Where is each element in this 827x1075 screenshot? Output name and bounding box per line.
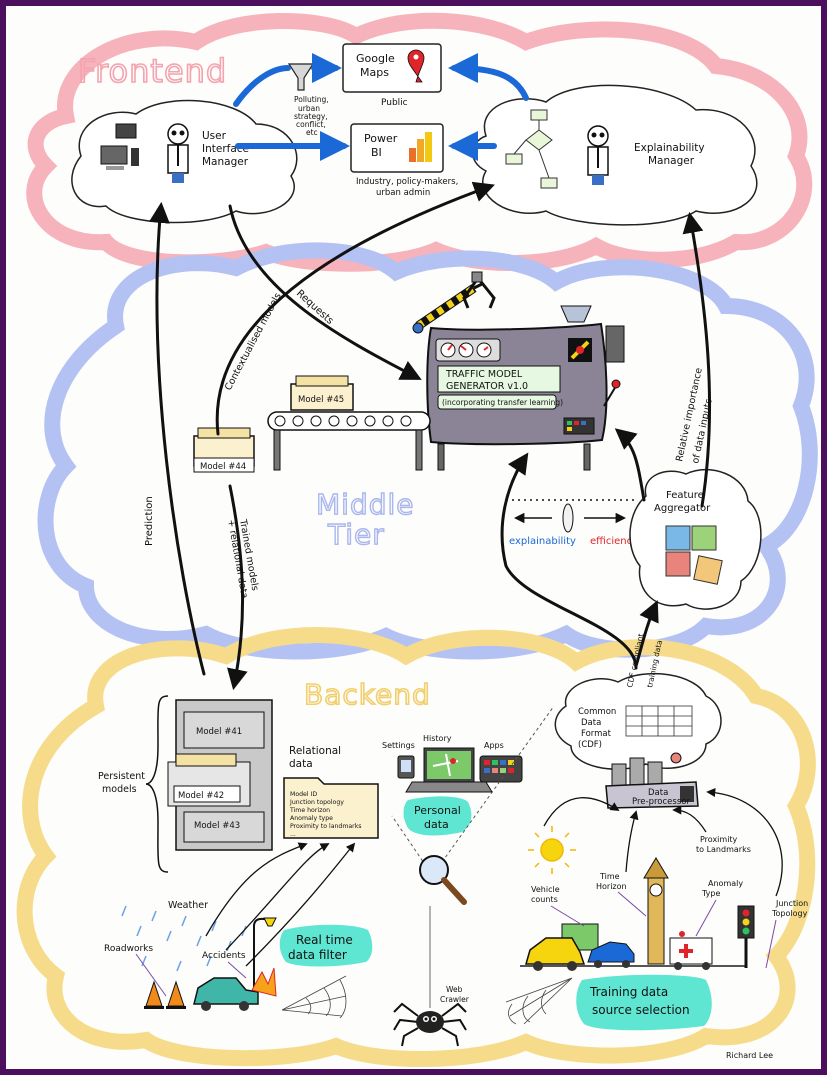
efficiency-label: efficiency bbox=[590, 536, 638, 547]
middle-tier-label-1: Middle bbox=[316, 488, 415, 521]
traffic-cones-icon bbox=[144, 980, 186, 1009]
traffic-model-generator-machine: TRAFFIC MODEL GENERATOR v1.0 (incorporat… bbox=[426, 305, 625, 471]
accidents-label: Accidents bbox=[202, 951, 246, 961]
svg-text:Data Pre-processor: Data Pre-processor bbox=[632, 788, 690, 807]
anomaly-type-label: Anomaly Type bbox=[701, 879, 746, 898]
crashed-car-icon bbox=[193, 967, 277, 1011]
model-45-folder: Model #45 bbox=[290, 375, 354, 411]
feature-aggregator-label: Feature Aggregator bbox=[654, 490, 711, 514]
svg-text:Google Maps: Google Maps bbox=[356, 52, 398, 79]
svg-text:Training data source sel: Training data source selection bbox=[589, 985, 690, 1017]
funnel-icon bbox=[287, 63, 315, 91]
spider-web-crawler-icon bbox=[393, 906, 467, 1047]
backend-tier-label: Backend bbox=[304, 678, 431, 711]
traffic-light-icon bbox=[737, 905, 755, 968]
machine-subtitle: (incorporating transfer learning) bbox=[442, 398, 563, 407]
street-lamp-icon bbox=[253, 917, 277, 1002]
sun-icon bbox=[528, 826, 576, 874]
personal-devices: Settings History Apps bbox=[382, 734, 523, 793]
frontend-flow-arrows bbox=[233, 53, 529, 161]
power-bi-box: Power BI Industry, policy-makers, urban … bbox=[350, 123, 461, 198]
spider-web-left bbox=[281, 975, 347, 1019]
architecture-diagram: Frontend Middle Tier Backend User Interf… bbox=[16, 12, 818, 1068]
vehicle-counts-label: Vehicle counts bbox=[531, 885, 562, 904]
magnifying-glass-icon bbox=[391, 705, 555, 905]
personal-data-highlight: Personal data bbox=[403, 796, 472, 836]
source-arrows bbox=[205, 787, 783, 967]
middle-tier-label-2: Tier bbox=[327, 518, 385, 551]
training-source-highlight: Training data source selection bbox=[576, 974, 712, 1031]
web-crawler-label: Web Crawler bbox=[440, 985, 470, 1004]
svg-text:Model #43: Model #43 bbox=[194, 821, 240, 831]
signature: Richard Lee bbox=[726, 1051, 773, 1060]
crane-arm bbox=[412, 271, 496, 334]
middle-cloud bbox=[37, 242, 818, 660]
weather-label: Weather bbox=[168, 900, 208, 911]
traffic-scene bbox=[520, 923, 746, 971]
puzzle-icon bbox=[665, 525, 723, 585]
svg-text:Model ID Junction topolo: Model ID Junction topology Time horizon … bbox=[289, 791, 363, 838]
cdf-table-icon bbox=[625, 705, 693, 737]
proximity-label: Proximity to Landmarks bbox=[696, 835, 751, 854]
svg-text:Model #45: Model #45 bbox=[298, 395, 344, 405]
frontend-cloud bbox=[26, 12, 813, 272]
rain-scene bbox=[121, 905, 247, 972]
data-preprocessor: Data Pre-processor bbox=[605, 752, 699, 809]
filing-cabinet: Model #41 Model #42 Model #43 bbox=[167, 699, 273, 851]
svg-text:Real time data filter: Real time data filter bbox=[288, 933, 357, 962]
explainability-person-icon bbox=[587, 125, 609, 185]
svg-text:Model #44: Model #44 bbox=[200, 462, 246, 472]
frontend-tier-label: Frontend bbox=[78, 52, 227, 90]
persistent-models-label: Persistent models bbox=[98, 771, 148, 795]
flow-arrows bbox=[148, 181, 712, 691]
public-label: Public bbox=[381, 98, 408, 108]
feature-aggregator-bubble: Feature Aggregator bbox=[629, 469, 762, 610]
relational-data-folder: Model ID Junction topology Time horizon … bbox=[283, 777, 379, 839]
spider-web-right bbox=[505, 977, 573, 1025]
junction-topology-label: Junction Topology bbox=[771, 899, 811, 918]
ui-manager-bubble: User Interface Manager bbox=[71, 99, 298, 224]
model-44-folder: Model #44 bbox=[193, 427, 255, 473]
conveyor-belt bbox=[267, 411, 431, 471]
label-leaders bbox=[135, 891, 777, 997]
power-bi-users-label: Industry, policy-makers, urban admin bbox=[356, 177, 461, 198]
ui-manager-person-icon bbox=[167, 123, 189, 183]
svg-text:Personal data: Personal data bbox=[414, 804, 464, 831]
persistent-models-bracket bbox=[145, 695, 169, 873]
explainability-label: explainability bbox=[509, 536, 576, 547]
clock-tower-icon bbox=[643, 857, 669, 965]
explainability-manager-label: Explainability Manager bbox=[634, 142, 708, 167]
gauges bbox=[435, 338, 501, 362]
map-pin-icon bbox=[407, 49, 425, 83]
real-time-filter-highlight: Real time data filter bbox=[279, 924, 373, 967]
contextualised-models-label: Contextualised models bbox=[223, 291, 284, 392]
svg-text:Settings: Settings bbox=[382, 741, 415, 750]
filter-notes: Polluting, urban strategy, conflict, etc bbox=[294, 95, 331, 137]
svg-text:Apps: Apps bbox=[484, 741, 504, 750]
prediction-label: Prediction bbox=[144, 496, 155, 546]
computer-icon bbox=[100, 123, 139, 170]
relational-data-label: Relational data bbox=[289, 745, 344, 770]
svg-text:History: History bbox=[423, 734, 452, 743]
svg-text:Common Data Format: Common Data Format (CDF) bbox=[578, 707, 619, 750]
flowchart-icon bbox=[505, 109, 558, 189]
machine-label: TRAFFIC MODEL GENERATOR v1.0 bbox=[445, 369, 528, 392]
google-maps-box: Google Maps Public bbox=[342, 43, 442, 108]
svg-text:Model #41: Model #41 bbox=[196, 727, 242, 737]
explainability-efficiency-slider: explainability efficiency bbox=[506, 499, 638, 547]
explainability-manager-bubble: Explainability Manager bbox=[472, 84, 758, 226]
time-horizon-label: Time Horizon bbox=[596, 872, 627, 891]
cdf-bubble: Common Data Format (CDF) bbox=[554, 672, 722, 770]
backend-cloud bbox=[16, 626, 816, 1068]
power-bi-icon bbox=[409, 132, 432, 162]
svg-text:Model #42: Model #42 bbox=[178, 791, 224, 801]
svg-text:Power BI: Power BI bbox=[364, 132, 401, 159]
roadworks-label: Roadworks bbox=[104, 944, 153, 954]
diagram-canvas: Frontend Middle Tier Backend User Interf… bbox=[6, 6, 821, 1069]
